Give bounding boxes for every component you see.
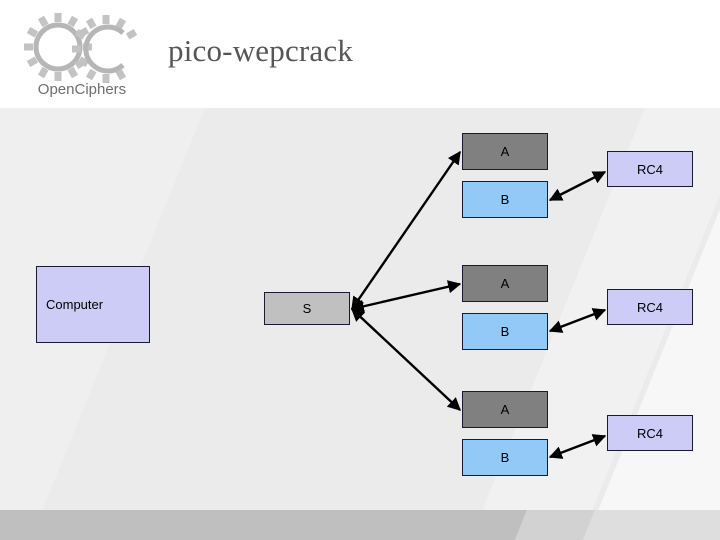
diagram-edge-b2-rc4b	[548, 308, 607, 333]
diagram-node-label: RC4	[636, 161, 663, 177]
diagram-node-a1[interactable]: A	[462, 133, 548, 170]
diagram-node-computer[interactable]: Computer	[36, 266, 150, 343]
diagram-node-label: A	[500, 276, 510, 291]
diagram-node-a3[interactable]: A	[462, 391, 548, 428]
diagram-node-rc4a[interactable]: RC4	[607, 151, 693, 187]
diagram-node-b1[interactable]: B	[462, 181, 548, 218]
diagram-node-rc4b[interactable]: RC4	[607, 289, 693, 325]
diagram-edge-s-a2	[350, 280, 462, 313]
diagram-node-label: Computer	[46, 297, 104, 312]
diagram-node-label: B	[500, 192, 510, 207]
diagram-edge-b3-rc4c	[548, 434, 607, 459]
diagram-node-label: RC4	[636, 425, 663, 441]
diagram-node-label: A	[500, 144, 510, 159]
diagram-node-label: A	[500, 402, 510, 417]
slide-header: OpenCiphers pico-wepcrack	[0, 0, 720, 108]
diagram-edge-s-a1	[351, 150, 461, 311]
diagram-node-label: S	[302, 301, 312, 316]
diagram-node-label: B	[500, 324, 510, 339]
diagram-node-label: RC4	[636, 299, 663, 315]
diagram-edge-s-a3	[351, 308, 461, 411]
page-title: pico-wepcrack	[168, 33, 354, 68]
diagram-node-rc4c[interactable]: RC4	[607, 415, 693, 451]
diagram-node-label: B	[500, 450, 510, 465]
diagram-node-a2[interactable]: A	[462, 265, 548, 302]
diagram-edge-b1-rc4a	[548, 170, 607, 202]
logo-wordmark: OpenCiphers	[38, 81, 126, 98]
diagram-node-b3[interactable]: B	[462, 439, 548, 476]
diagram-node-s[interactable]: S	[264, 292, 350, 325]
diagram-node-b2[interactable]: B	[462, 313, 548, 350]
slide-footer	[0, 510, 720, 540]
openciphers-logo: OpenCiphers	[18, 12, 146, 100]
